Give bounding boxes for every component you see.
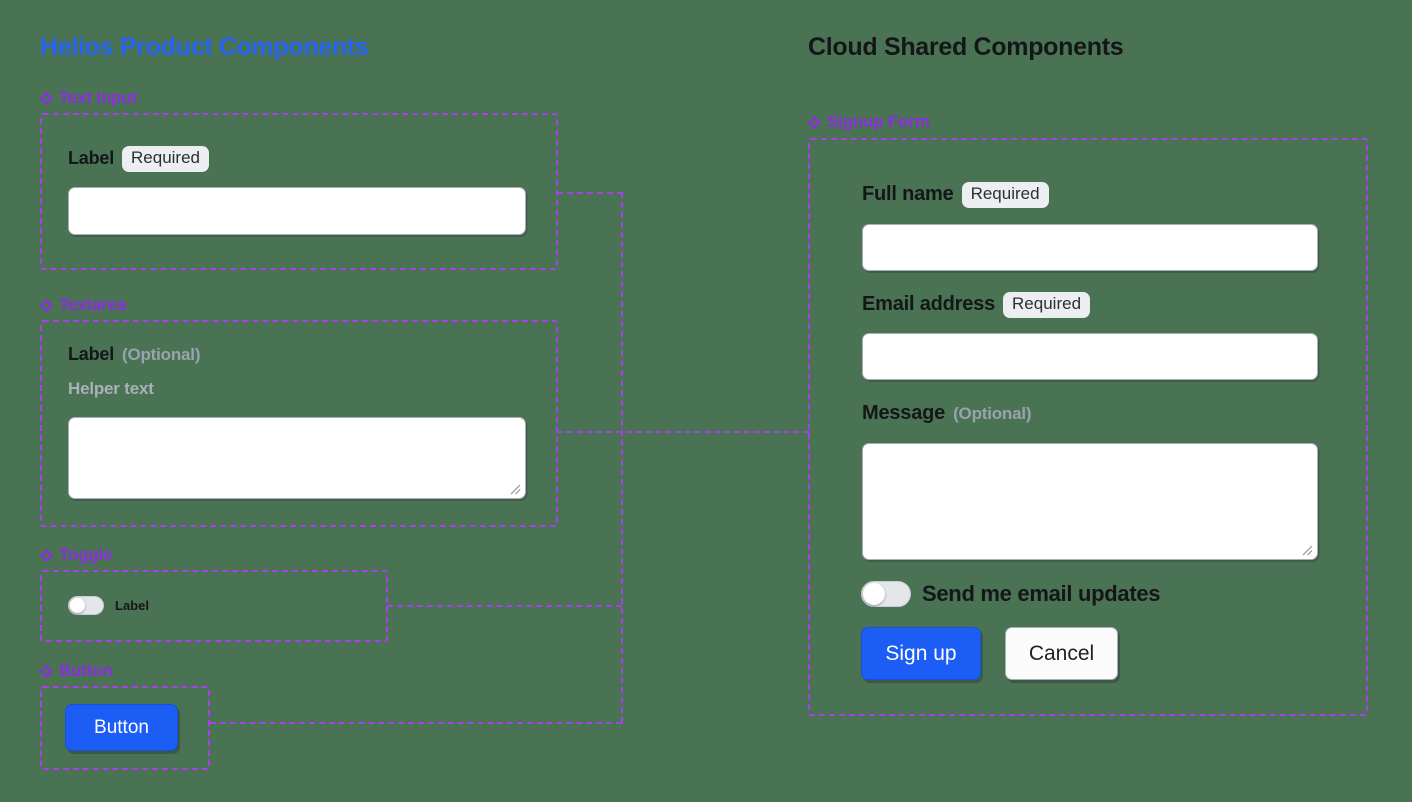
connector-trunk-vertical — [621, 192, 623, 723]
diamond-icon — [40, 299, 53, 312]
text-input-required-badge: Required — [122, 146, 210, 172]
section-label-text: Button — [59, 661, 113, 680]
email-input[interactable] — [862, 333, 1318, 380]
section-label-text: Signup Form — [827, 112, 930, 131]
connector-textarea-horizontal — [557, 431, 809, 433]
email-label: Email address — [862, 293, 996, 316]
textarea-wrapper — [68, 417, 526, 499]
message-textarea[interactable] — [862, 443, 1318, 560]
button-demo[interactable]: Button — [65, 704, 178, 751]
connector-toggle-horizontal — [387, 605, 622, 607]
page-title-cloud: Cloud Shared Components — [808, 33, 1124, 61]
diamond-icon — [40, 549, 53, 562]
frame-signup-form — [808, 138, 1368, 716]
diamond-icon — [40, 665, 53, 678]
text-input-label: Label — [68, 148, 115, 169]
section-label-text: Textarea — [59, 295, 127, 314]
frame-textarea — [40, 320, 558, 527]
full-name-input[interactable] — [862, 224, 1318, 271]
section-label-textarea: Textarea — [40, 295, 126, 315]
frame-button — [40, 686, 210, 770]
textarea-helper-text: Helper text — [68, 379, 154, 398]
full-name-required-badge: Required — [961, 182, 1049, 208]
toggle-knob — [70, 598, 85, 613]
section-label-signup-form: Signup Form — [808, 112, 930, 132]
cancel-button[interactable]: Cancel — [1005, 627, 1118, 680]
section-label-text: Text Input — [59, 88, 137, 107]
full-name-label: Full name — [862, 183, 954, 206]
connector-text-input-horizontal — [557, 192, 623, 194]
email-updates-toggle-switch[interactable] — [861, 581, 911, 607]
section-label-toggle: Toggle — [40, 545, 112, 565]
section-label-text-input: Text Input — [40, 88, 137, 108]
connector-button-horizontal — [210, 722, 622, 724]
full-name-label-row: Full name Required — [862, 182, 1049, 208]
email-updates-label: Send me email updates — [922, 581, 1161, 606]
email-label-row: Email address Required — [862, 292, 1091, 318]
textarea-label-row: Label (Optional) — [68, 344, 200, 365]
toggle-row: Label — [68, 596, 149, 615]
toggle-knob — [863, 583, 885, 605]
frame-toggle — [40, 570, 388, 642]
email-required-badge: Required — [1003, 292, 1091, 318]
sign-up-button[interactable]: Sign up — [861, 627, 981, 680]
message-label: Message — [862, 402, 946, 424]
email-updates-toggle-row: Send me email updates — [861, 581, 1161, 607]
diamond-icon — [40, 92, 53, 105]
textarea-optional-tag: (Optional) — [122, 344, 201, 364]
text-input-label-row: Label Required — [68, 146, 210, 172]
message-optional-tag: (Optional) — [953, 403, 1032, 423]
text-input-field[interactable] — [68, 187, 526, 235]
toggle-switch[interactable] — [68, 596, 104, 615]
frame-text-input — [40, 113, 558, 270]
section-label-button: Button — [40, 661, 113, 681]
textarea-label: Label — [68, 344, 115, 364]
textarea-field[interactable] — [68, 417, 526, 499]
page-title-helios: Helios Product Components — [40, 33, 369, 61]
message-label-row: Message (Optional) — [862, 402, 1032, 425]
toggle-label: Label — [115, 598, 149, 613]
section-label-text: Toggle — [59, 545, 113, 564]
message-textarea-wrapper — [862, 443, 1318, 560]
diamond-icon — [808, 116, 821, 129]
